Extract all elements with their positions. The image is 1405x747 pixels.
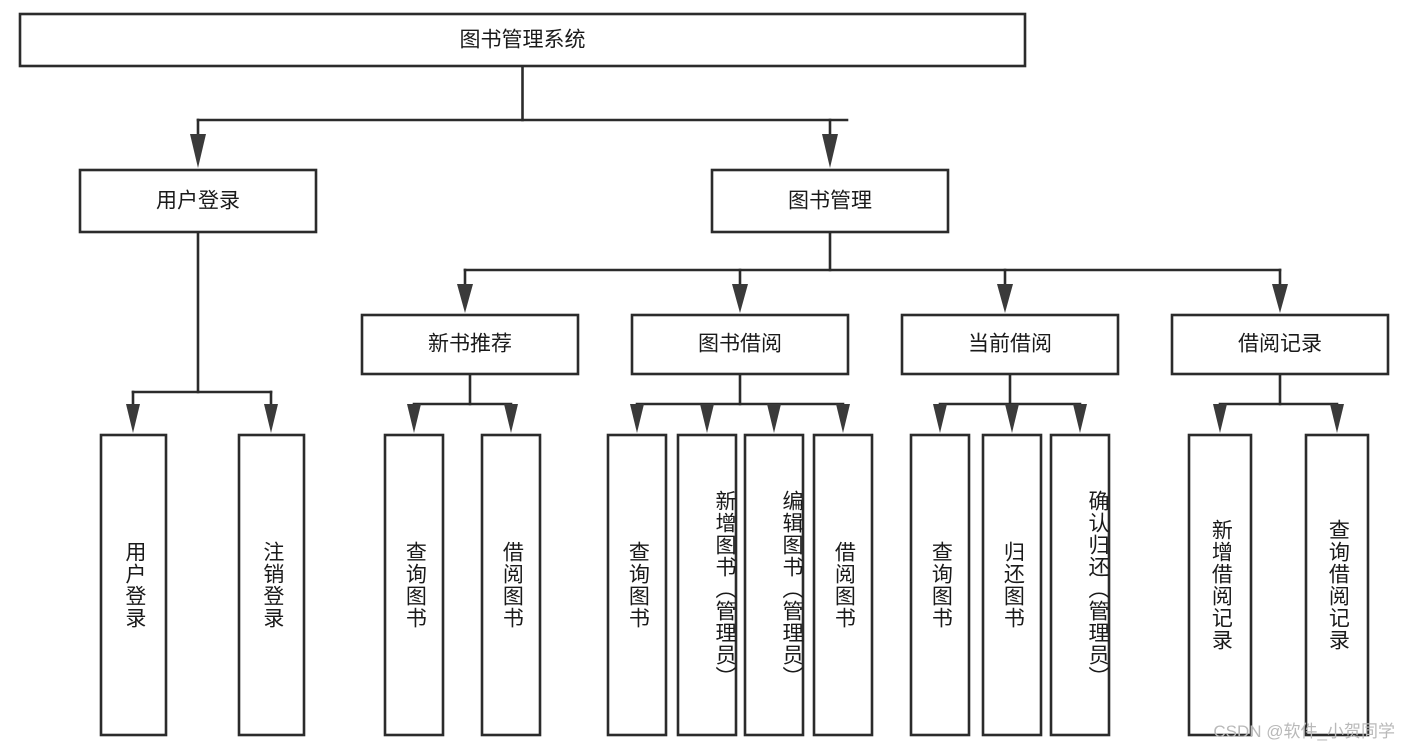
node-label-new-book-rec: 新书推荐 xyxy=(428,333,512,356)
arrow-head-leaf-borrow-book-2 xyxy=(836,404,850,433)
arrow-head-book-manage xyxy=(822,134,838,168)
node-box-new-book-rec[interactable] xyxy=(360,313,580,376)
arrow-head-leaf-edit-book xyxy=(767,404,781,433)
node-box-borrow-record[interactable] xyxy=(1170,313,1390,376)
node-box-leaf-query-book-3[interactable] xyxy=(909,433,971,737)
node-box-current-borrow[interactable] xyxy=(900,313,1120,376)
arrow-head-leaf-add-record xyxy=(1213,404,1227,433)
node-label-user-login: 用户登录 xyxy=(156,190,240,213)
arrow-head-leaf-borrow-book-1 xyxy=(504,404,518,433)
node-box-leaf-borrow-book-1[interactable] xyxy=(480,433,542,737)
arrow-head-user-login xyxy=(190,134,206,168)
arrow-head-new-book-rec xyxy=(457,284,473,313)
node-label-book-manage: 图书管理 xyxy=(788,190,872,213)
arrow-head-leaf-query-book-2 xyxy=(630,404,644,433)
arrow-head-book-borrow xyxy=(732,284,748,313)
connector-group-book-manage xyxy=(457,230,1288,313)
node-box-leaf-add-book[interactable] xyxy=(676,433,738,737)
node-box-leaf-query-book-1[interactable] xyxy=(383,433,445,737)
node-box-leaf-return-book[interactable] xyxy=(981,433,1043,737)
arrow-head-leaf-query-book-3 xyxy=(933,404,947,433)
node-box-leaf-user-login[interactable] xyxy=(99,433,168,737)
node-label-root: 图书管理系统 xyxy=(460,29,586,52)
arrow-head-leaf-logout xyxy=(264,404,278,433)
node-box-leaf-confirm-return[interactable] xyxy=(1049,433,1111,737)
connector-group-root xyxy=(190,64,849,168)
connector-group-new-book-rec xyxy=(407,372,518,433)
node-box-leaf-logout[interactable] xyxy=(237,433,306,737)
connector-group-user-login xyxy=(126,230,278,433)
arrow-head-leaf-user-login xyxy=(126,404,140,433)
connector-group-borrow-record xyxy=(1213,372,1344,433)
arrow-head-leaf-query-record xyxy=(1330,404,1344,433)
node-label-current-borrow: 当前借阅 xyxy=(968,333,1052,356)
connector-group-current-borrow xyxy=(933,372,1087,433)
arrow-head-leaf-query-book-1 xyxy=(407,404,421,433)
arrow-head-leaf-return-book xyxy=(1005,404,1019,433)
node-label-book-borrow: 图书借阅 xyxy=(698,333,782,356)
connector-group-book-borrow xyxy=(630,372,850,433)
node-box-leaf-edit-book[interactable] xyxy=(743,433,805,737)
csdn-watermark: CSDN @软件_小贺同学 xyxy=(1213,722,1395,741)
node-box-user-login[interactable] xyxy=(78,168,318,234)
node-box-root[interactable] xyxy=(18,12,1027,68)
node-box-leaf-query-record[interactable] xyxy=(1304,433,1370,737)
node-label-borrow-record: 借阅记录 xyxy=(1238,333,1322,356)
node-box-leaf-query-book-2[interactable] xyxy=(606,433,668,737)
node-box-leaf-add-record[interactable] xyxy=(1187,433,1253,737)
arrow-head-leaf-confirm-return xyxy=(1073,404,1087,433)
arrow-head-borrow-record xyxy=(1272,284,1288,313)
node-box-book-manage[interactable] xyxy=(710,168,950,234)
node-box-book-borrow[interactable] xyxy=(630,313,850,376)
node-box-leaf-borrow-book-2[interactable] xyxy=(812,433,874,737)
arrow-head-leaf-add-book xyxy=(700,404,714,433)
arrow-head-current-borrow xyxy=(997,284,1013,313)
